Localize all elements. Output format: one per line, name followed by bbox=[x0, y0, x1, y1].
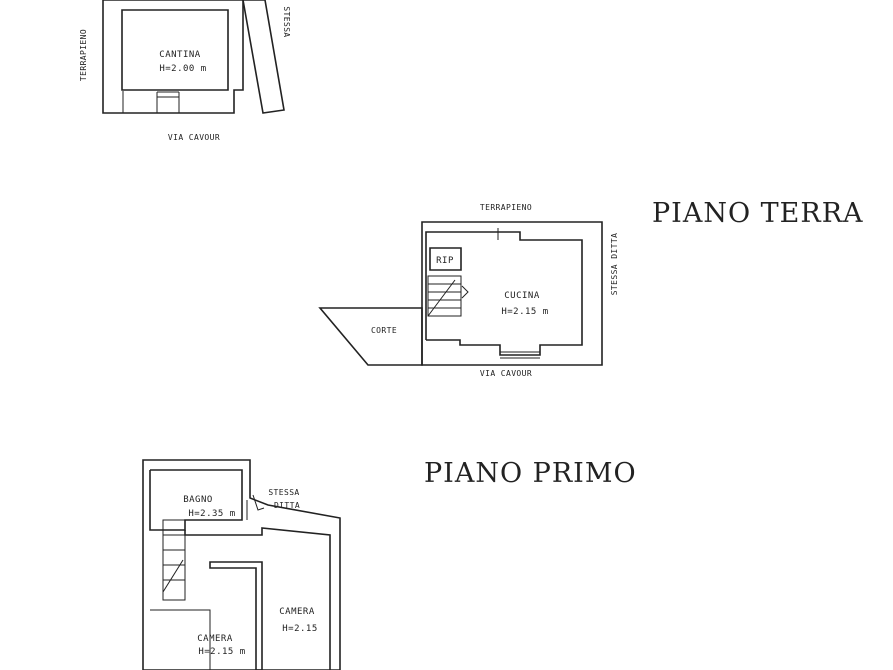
cellar-street-label: VIA CAVOUR bbox=[168, 133, 220, 142]
cellar-inner-wall bbox=[121, 9, 229, 91]
cellar-room-name: CANTINA bbox=[159, 50, 201, 60]
bath-name: BAGNO bbox=[183, 495, 213, 505]
first-floor-outer-wall bbox=[142, 459, 341, 670]
cellar-plan: CANTINA H=2.00 m TERRAPIENO STESSA VIA C… bbox=[79, 0, 291, 142]
cellar-room-height: H=2.00 m bbox=[159, 64, 206, 74]
cellar-outer-wall bbox=[102, 0, 244, 114]
neighbor-arrow-icon bbox=[252, 494, 265, 511]
cellar-left-side-label: TERRAPIENO bbox=[79, 29, 88, 81]
cellar-right-side-label: STESSA bbox=[282, 6, 291, 37]
staircase bbox=[427, 275, 462, 317]
neighbor-label-line2: DITTA bbox=[274, 501, 300, 510]
closet-box bbox=[429, 247, 462, 271]
kitchen-height: H=2.15 m bbox=[501, 307, 548, 317]
courtyard bbox=[318, 307, 423, 366]
stair-arrow-icon bbox=[461, 285, 469, 299]
cellar-side-wall bbox=[242, 0, 285, 114]
bedroom-right-name: CAMERA bbox=[279, 607, 315, 617]
bath-height: H=2.35 m bbox=[188, 509, 235, 519]
first-floor-partition bbox=[209, 561, 263, 670]
ground-floor-title: PIANO TERRA bbox=[652, 198, 864, 229]
first-floor-title: PIANO PRIMO bbox=[424, 458, 637, 489]
bedroom-left-height: H=2.15 m bbox=[198, 647, 245, 657]
closet-label: RIP bbox=[436, 256, 454, 266]
ground-right-side-label: STESSA DITTA bbox=[610, 233, 619, 296]
first-floor-plan: PIANO PRIMO BAGNO H=2.35 m STESSA DITTA … bbox=[142, 458, 637, 670]
ground-top-side-label: TERRAPIENO bbox=[480, 203, 532, 212]
first-floor-staircase bbox=[162, 519, 186, 601]
courtyard-label: CORTE bbox=[371, 326, 397, 335]
left-room-wall bbox=[150, 609, 211, 670]
ground-floor-plan: PIANO TERRA RIP CUCINA H=2.15 m CORTE TE… bbox=[318, 198, 864, 378]
neighbor-label-line1: STESSA bbox=[268, 488, 299, 497]
ground-floor-inner-left bbox=[425, 231, 498, 340]
bedroom-right-height: H=2.15 bbox=[282, 624, 318, 634]
bedroom-left-name: CAMERA bbox=[197, 634, 233, 644]
ground-floor-inner-wall bbox=[426, 231, 583, 356]
kitchen-name: CUCINA bbox=[504, 291, 540, 301]
ground-street-label: VIA CAVOUR bbox=[480, 369, 532, 378]
